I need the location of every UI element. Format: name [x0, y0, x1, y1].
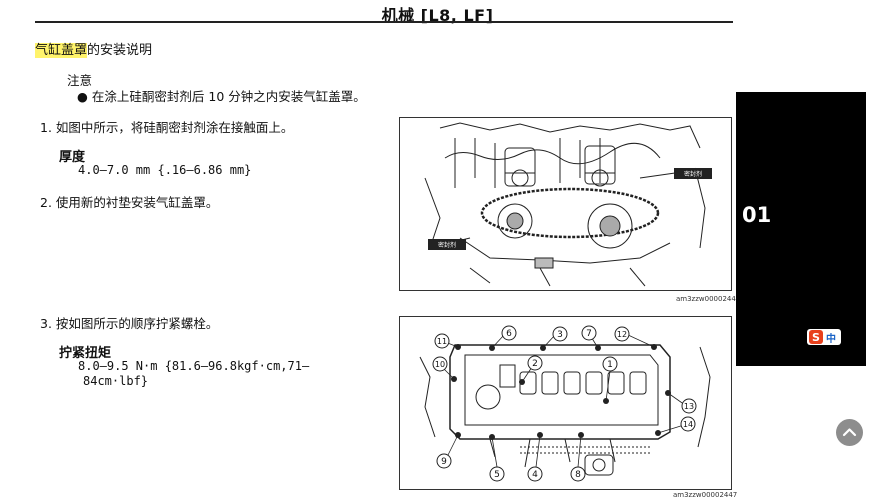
bolt-number-4: 4: [532, 470, 538, 480]
section-title: 气缸盖罩的安装说明: [35, 39, 152, 58]
step-1-text: 1. 如图中所示，将硅酮密封剂涂在接触面上。: [40, 120, 294, 135]
step-1-sub-value: 4.0—7.0 mm {.16—6.86 mm}: [78, 163, 252, 177]
step-3-sub-value-line1: 8.0—9.5 N·m {81.6—96.8kgf·cm,71—: [78, 359, 310, 373]
section-title-rest: 的安装说明: [87, 43, 153, 58]
cylinder-head-cover-drawing: 1 2 3 4 5 6 7 8 9 10 11 12 13 14: [419, 325, 711, 482]
scroll-to-top-button[interactable]: [836, 419, 863, 446]
step-1-sub-label: 厚度: [59, 150, 86, 165]
figure-bolt-tightening-sequence: 1 2 3 4 5 6 7 8 9 10 11 12 13 14: [399, 316, 732, 490]
ime-mode-label[interactable]: 中: [826, 334, 836, 345]
header-rule: [35, 21, 733, 23]
bolt-number-3: 3: [557, 330, 563, 340]
figure1-sealant-tag-right: 密封剂: [684, 170, 702, 178]
bolt-number-9: 9: [441, 457, 447, 467]
bullet-dot-icon: ●: [77, 89, 92, 104]
bolt-number-5: 5: [494, 470, 500, 480]
step-3-text: 3. 按如图所示的顺序拧紧螺栓。: [40, 316, 219, 331]
step-3-sub-label: 拧紧扭矩: [59, 346, 112, 361]
figure2-code: am3zzw00002447: [673, 491, 738, 499]
ime-toolbar[interactable]: S 中: [807, 329, 841, 345]
bolt-number-8: 8: [575, 470, 581, 480]
bolt-number-1: 1: [607, 360, 613, 370]
figure1-code: am3zzw00002446: [676, 295, 741, 303]
engine-timing-drawing: 密封剂 密封剂: [424, 122, 712, 287]
note-bullet: ● 在涂上硅酮密封剂后 10 分钟之内安装气缸盖罩。: [77, 86, 366, 105]
page-number: 01: [742, 203, 772, 227]
section-title-highlight: 气缸盖罩: [35, 43, 88, 58]
note-label: 注意: [67, 73, 93, 88]
chevron-up-icon[interactable]: [836, 419, 863, 446]
bolt-number-13: 13: [684, 402, 694, 411]
svg-text:S: S: [812, 331, 820, 344]
step-2-text: 2. 使用新的衬垫安装气缸盖罩。: [40, 195, 219, 210]
bolt-number-11: 11: [437, 337, 447, 346]
step-3-sub-value-line2: 84cm·lbf}: [83, 374, 149, 388]
bolt-number-14: 14: [683, 420, 693, 429]
bolt-number-6: 6: [506, 329, 512, 339]
sogou-ime-icon[interactable]: S: [809, 330, 823, 344]
bolt-number-10: 10: [435, 360, 445, 369]
page-header-title: 机械 [L8, LF]: [381, 6, 494, 25]
bolt-number-2: 2: [532, 359, 538, 369]
figure-sealant-application: 密封剂 密封剂: [399, 117, 732, 291]
note-bullet-text: 在涂上硅酮密封剂后 10 分钟之内安装气缸盖罩。: [91, 89, 366, 104]
bolt-number-12: 12: [617, 330, 627, 339]
bolt-number-7: 7: [586, 329, 592, 339]
side-tab-panel: [736, 92, 866, 366]
figure1-sealant-tag-left: 密封剂: [438, 241, 456, 249]
